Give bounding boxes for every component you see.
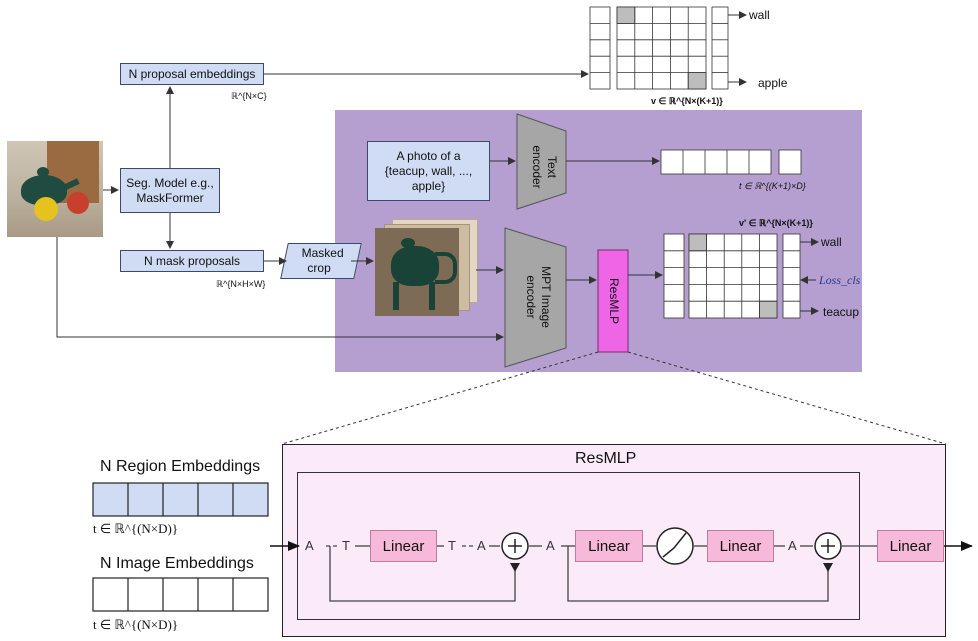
top-wall-label: wall bbox=[749, 8, 770, 22]
linear-block-4: Linear bbox=[877, 530, 944, 562]
text-encoder-shape bbox=[516, 113, 567, 210]
top-apple-label: apple bbox=[758, 76, 788, 90]
mask-dim: ℝ^{N×H×W} bbox=[216, 279, 266, 289]
image-embeddings-title: N Image Embeddings bbox=[100, 555, 254, 572]
v-grid bbox=[589, 6, 729, 90]
prompt-line1: A photo of a bbox=[396, 148, 461, 163]
a-marker-3: A bbox=[546, 538, 555, 553]
mask-proposals-box: N mask proposals bbox=[120, 250, 264, 272]
a-marker-2: A bbox=[477, 538, 486, 553]
proposal-embeddings-label: N proposal embeddings bbox=[128, 66, 256, 81]
seg-model-line2: MaskFormer bbox=[136, 190, 204, 205]
a-marker-4: A bbox=[788, 538, 797, 553]
text-embedding-row bbox=[660, 149, 802, 175]
prompt-line3: apple} bbox=[411, 178, 446, 193]
mid-wall-label: wall bbox=[821, 235, 842, 249]
image-embeddings-dim: t ∈ ℝ^{(N×D)} bbox=[93, 617, 179, 632]
resmlp-detail-title: ResMLP bbox=[575, 450, 637, 467]
resmlp-box bbox=[597, 249, 629, 353]
prompt-line2: {teacup, wall, ..., bbox=[384, 163, 473, 178]
t-marker-1: T bbox=[342, 538, 350, 553]
linear-block-2: Linear bbox=[575, 530, 643, 562]
resmlp-label: ResMLP bbox=[607, 277, 621, 324]
text-dim: t ∈ ℝ^{(K+1)×D} bbox=[739, 181, 806, 191]
linear-block-1: Linear bbox=[370, 530, 437, 562]
image-encoder-label: MPT Image encoder bbox=[519, 237, 553, 357]
activation-icon bbox=[656, 527, 694, 565]
masked-crop-photo bbox=[375, 228, 459, 316]
image-encoder-shape bbox=[504, 227, 567, 368]
text-encoder-line2: encoder bbox=[530, 145, 544, 189]
text-prompt-box: A photo of a {teacup, wall, ..., apple} bbox=[367, 141, 490, 201]
region-embeddings-title: N Region Embeddings bbox=[100, 458, 261, 475]
a-marker-1: A bbox=[305, 538, 314, 553]
v-prime-dim: v' ∈ ℝ^{N×(K+1)} bbox=[739, 218, 813, 228]
seg-model-line1: Seg. Model e.g., bbox=[126, 175, 214, 190]
image-embeddings-row bbox=[92, 577, 269, 612]
text-encoder-label: Text encoder bbox=[525, 122, 559, 212]
residual-add-1 bbox=[501, 532, 529, 560]
proposal-dim: ℝ^{N×C} bbox=[231, 91, 267, 101]
text-encoder-line1: Text bbox=[545, 155, 559, 178]
seg-model-box: Seg. Model e.g., MaskFormer bbox=[120, 168, 220, 213]
residual-add-2 bbox=[814, 532, 842, 560]
mask-proposals-label: N mask proposals bbox=[143, 253, 241, 268]
v-prime-grid bbox=[663, 233, 801, 319]
t-marker-2: T bbox=[448, 538, 456, 553]
input-photo bbox=[7, 141, 103, 237]
region-embeddings-dim: t ∈ ℝ^{(N×D)} bbox=[93, 521, 179, 536]
loss-label: Loss_cls bbox=[819, 273, 861, 287]
v-dim: v ∈ ℝ^{N×(K+1)} bbox=[651, 96, 723, 106]
region-embeddings-row bbox=[92, 482, 269, 517]
mid-teacup-label: teacup bbox=[823, 305, 860, 319]
image-encoder-line1: MPT Image bbox=[539, 266, 553, 328]
proposal-embeddings-box: N proposal embeddings bbox=[120, 63, 264, 85]
linear-block-3: Linear bbox=[707, 530, 774, 562]
image-encoder-line2: encoder bbox=[524, 275, 538, 319]
